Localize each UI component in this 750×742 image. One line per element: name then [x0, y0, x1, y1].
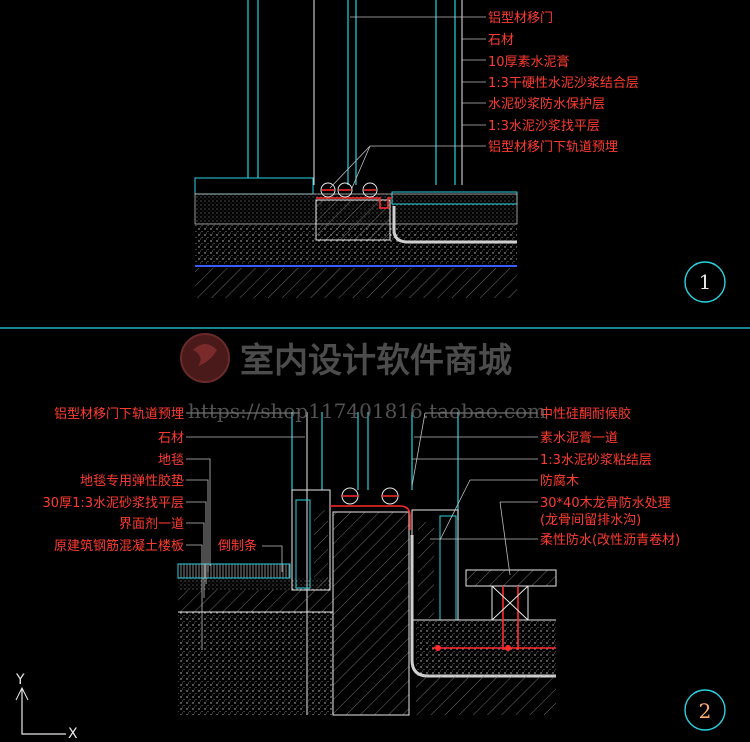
label-concrete-slab: 原建筑钢筋混凝土楼板 — [54, 538, 184, 554]
label-30mm-screed: 30厚1:3水泥砂浆找平层 — [43, 496, 184, 511]
label-edge-strip: 倒制条 — [218, 538, 257, 554]
label-silicone-sealant: 中性硅酮耐候胶 — [540, 406, 631, 422]
detail-2-right-labels: 中性硅酮耐候胶 素水泥膏一道 1:3水泥砂浆粘结层 防腐木 30*40木龙骨防水… — [540, 406, 680, 548]
label-cement-paste: 10厚素水泥膏 — [488, 54, 570, 70]
label-preserved-wood: 防腐木 — [540, 473, 579, 489]
label-waterproof-protection: 水泥砂浆防水保护层 — [488, 96, 605, 112]
detail-2-left-labels: 铝型材移门下轨道预埋 石材 地毯 地毯专用弹性胶垫 30厚1:3水泥砂浆找平层 … — [43, 407, 257, 554]
label-dry-mortar-bond: 1:3干硬性水泥沙浆结合层 — [488, 76, 639, 91]
watermark-url: https://shop117401816.taobao.com — [188, 399, 546, 423]
label-drainage-note: (龙骨间留排水沟) — [540, 513, 641, 528]
label-wood-joist: 30*40木龙骨防水处理 — [540, 495, 671, 511]
detail-1-number: 1 — [699, 270, 712, 294]
detail-2: 2 — [177, 412, 726, 731]
ucs-y-label: Y — [15, 672, 25, 688]
label-interface-agent: 界面剂一道 — [119, 517, 184, 532]
label-track-embedded-2: 铝型材移门下轨道预埋 — [54, 407, 184, 422]
detail-2-number: 2 — [699, 699, 712, 723]
watermark: 室内设计软件商城 https://shop117401816.taobao.co… — [180, 333, 546, 423]
label-aluminum-sliding-door: 铝型材移门 — [488, 11, 553, 26]
label-flexible-waterproof: 柔性防水(改性沥青卷材) — [540, 532, 680, 548]
label-carpet-underlay: 地毯专用弹性胶垫 — [80, 473, 184, 489]
detail-1-labels: 铝型材移门 石材 10厚素水泥膏 1:3干硬性水泥沙浆结合层 水泥砂浆防水保护层… — [488, 11, 639, 155]
label-carpet: 地毯 — [158, 453, 184, 468]
label-track-embedded: 铝型材移门下轨道预埋 — [488, 140, 618, 155]
label-stone: 石材 — [488, 33, 514, 48]
detail-1: 1 — [194, 0, 726, 303]
ucs-x-label: X — [68, 726, 78, 742]
watermark-text: 室内设计软件商城 — [240, 341, 512, 381]
label-mortar-bond: 1:3水泥砂浆粘结层 — [540, 453, 652, 468]
label-cement-paste-2: 素水泥膏一道 — [540, 430, 618, 446]
ucs-icon: Y X — [15, 672, 78, 742]
label-leveling-layer: 1:3水泥沙浆找平层 — [488, 119, 600, 134]
label-stone-2: 石材 — [158, 431, 184, 446]
